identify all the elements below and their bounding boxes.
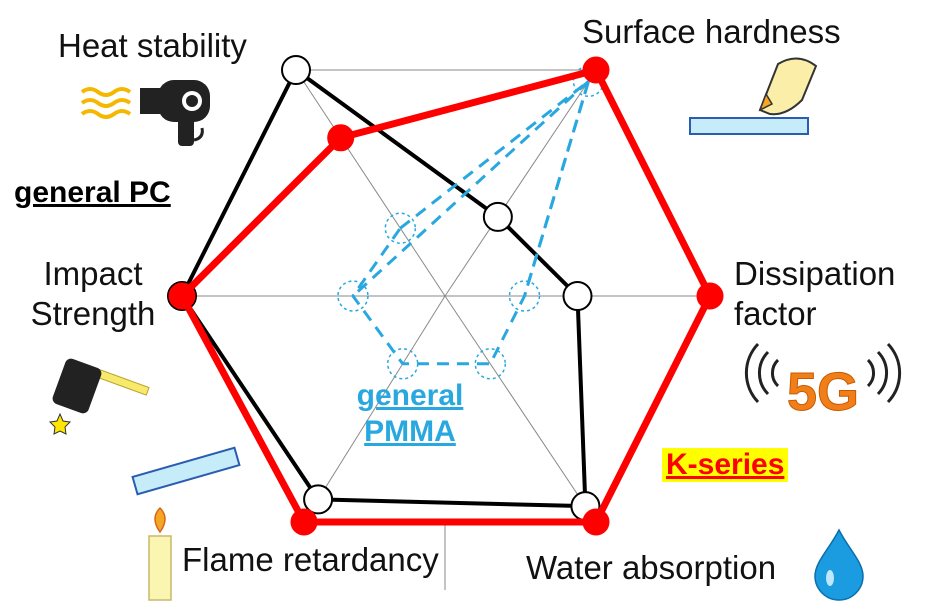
5g-signal-icon: 5G (744, 342, 902, 423)
5g-text: 5G (787, 362, 859, 422)
axis-label-surface-hardness: Surface hardness (582, 13, 841, 50)
pencil-on-plate-icon (689, 57, 818, 135)
legend-general-pc: general PC (14, 176, 171, 209)
series-line-general-pmma-extra (351, 80, 590, 298)
point-k-series-impact (168, 282, 196, 310)
point-general-pmma-water (474, 348, 507, 380)
series-general-pmma (337, 65, 605, 380)
series-k-series (168, 56, 724, 536)
point-k-series-hardness (582, 56, 610, 84)
water-drop-icon (814, 528, 864, 601)
axis-label-water-absorption: Water absorption (526, 549, 777, 586)
candle-flame-icon (131, 446, 241, 601)
point-k-series-dissipation (696, 282, 724, 310)
series-layer (167, 55, 724, 536)
point-general-pmma-heat (384, 212, 417, 244)
point-general-pc-heat (281, 55, 311, 85)
point-general-pmma-dissipation (508, 280, 541, 312)
point-general-pc-flame (303, 484, 334, 515)
grid-spoke-hardness (444, 69, 597, 297)
series-line-general-pmma-extra (523, 80, 590, 297)
axis-label-heat-stability: Heat stability (58, 27, 247, 64)
hammer-icon (48, 358, 150, 435)
series-line-general-pmma (351, 79, 590, 366)
axis-label-dissipation-factor: Dissipation factor (734, 255, 896, 332)
grid-spoke-flame (303, 295, 446, 523)
grid-spoke-water (444, 295, 597, 523)
grid-spoke-heat (295, 69, 446, 297)
axis-label-impact-strength: Impact Strength (30, 255, 156, 332)
hair-dryer-icon (80, 80, 210, 146)
point-general-pmma-impact (337, 280, 369, 312)
legend-k-series: K-series (662, 448, 789, 482)
point-general-pc-dissipation (562, 281, 593, 311)
point-general-pc-hardness (482, 201, 513, 232)
point-k-series-flame (290, 508, 318, 536)
radar-grid (181, 69, 711, 590)
point-k-series-heat (327, 124, 355, 152)
axis-label-flame-retardancy: Flame retardancy (182, 541, 439, 578)
point-general-pmma-flame (386, 348, 419, 380)
point-k-series-water (582, 508, 610, 536)
